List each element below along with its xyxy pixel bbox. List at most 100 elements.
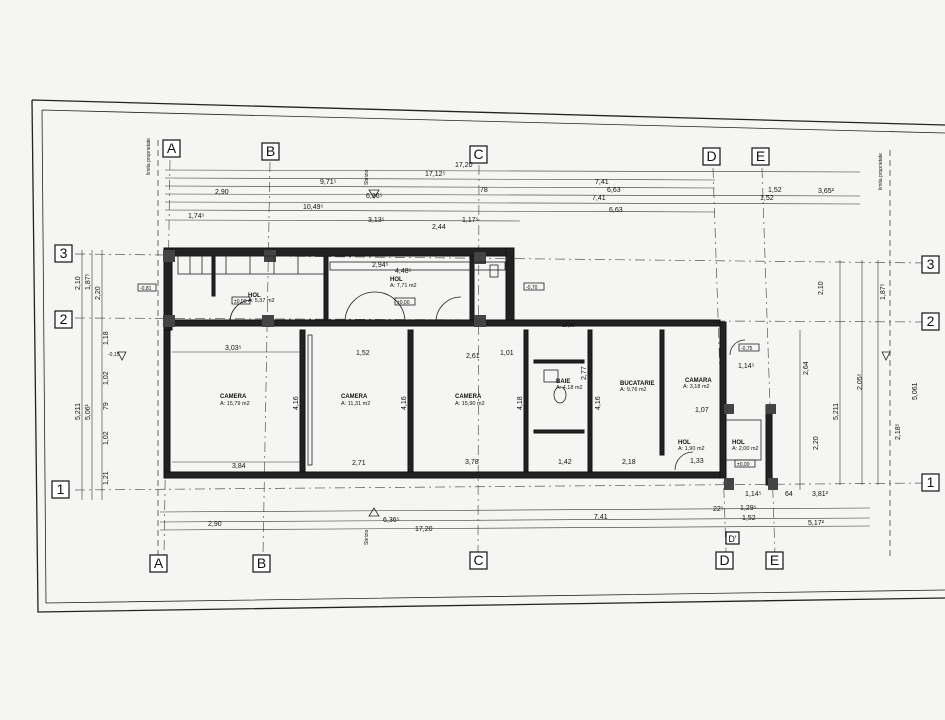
axis-label-2-left: 2 — [60, 311, 68, 327]
dim-line-bottom-3 — [159, 525, 871, 531]
room-name-hol-1: HOL — [390, 277, 403, 283]
property-limit-label-left: limita proprietate — [146, 138, 152, 175]
dim-bottom-a-b: 2,90 — [208, 521, 222, 528]
axis-bubble-3-left — [54, 244, 73, 263]
room-area-camara: A: 3,18 m2 — [683, 384, 710, 390]
axis-label-B-top: B — [266, 143, 275, 159]
dim-left-h3: 1,87⁵ — [85, 273, 92, 290]
section-markers: Sbrizio Sbrizio — [117, 169, 891, 545]
column-bubbles-bottom: A B C D E D' — [149, 531, 784, 573]
sheet-border-inner — [41, 109, 945, 604]
column-C2 — [474, 315, 486, 327]
room-area-hol-2: A: 5,37 m2 — [248, 298, 275, 304]
level-l2: -0,70 — [526, 285, 538, 291]
column-E-mid — [766, 404, 776, 414]
level-l3: ±0,00 — [234, 299, 247, 305]
dim-right-h2: 1,87⁵ — [880, 283, 887, 300]
dim-inner-w3: 2,71 — [352, 460, 366, 467]
door-arc — [374, 291, 406, 323]
level-box — [394, 297, 416, 306]
axis-bubble-1-right — [921, 473, 940, 492]
column-E1 — [768, 478, 778, 490]
wall-partition-5 — [659, 329, 665, 456]
axis-label-A-bottom: A — [154, 555, 164, 571]
bottom-dimension-chains: 1,29⁵ 22⁵ 2,90 6,36⁵ 7,41 1,52 17,20 5,1… — [159, 491, 871, 533]
room-name-hol-3: HOL — [732, 440, 745, 446]
wall-east-D — [719, 321, 727, 479]
dim-left-h9: 1,21 — [103, 471, 110, 485]
section-marker-triangle — [368, 189, 380, 199]
dim-inner-w14: 1,14⁵ — [738, 363, 755, 370]
dim-inner-w13: 1,07 — [695, 407, 709, 414]
terrace-strip — [329, 261, 506, 271]
column-D-mid — [724, 404, 734, 414]
axis-label-2-right: 2 — [927, 313, 935, 329]
room-area-bucatarie: A: 9,76 m2 — [620, 387, 647, 393]
dim-bottom-64: 64 — [785, 491, 793, 498]
axis-bubble-3-right — [921, 255, 940, 274]
axis-line-A — [163, 159, 171, 556]
level-l1: ±0,00 — [397, 300, 410, 306]
wall-partition-3 — [523, 329, 529, 473]
dim-c-d2: 7,41 — [592, 195, 606, 202]
wall-partition-1 — [299, 329, 306, 473]
room-name-camera-3: CAMERA — [455, 394, 482, 400]
axis-label-E-top: E — [756, 148, 765, 164]
dim-left-h2: 2,20 — [95, 286, 102, 300]
dim-bottom-d-e: 1,52 — [742, 515, 756, 522]
column-bubbles-top: A B C D E — [162, 139, 770, 166]
dim-r3: 1,17⁵ — [462, 217, 479, 224]
dim-line-row5 — [164, 201, 861, 205]
room-name-camera-2: CAMERA — [341, 394, 368, 400]
axis-line-C — [477, 164, 480, 553]
axis-label-E-bottom: E — [770, 552, 779, 568]
level-box — [738, 343, 760, 352]
dim-line-row4 — [164, 193, 861, 197]
axis-bubble-2-right — [921, 312, 940, 331]
axis-label-1-left: 1 — [57, 481, 65, 497]
level-marks: ±0,00 -0,70 ±0,00 -0,81 -0,15 ±0,00 ±0,0… — [108, 282, 760, 468]
wall-partition-4 — [587, 329, 593, 473]
axis-bubble-A-top — [162, 139, 181, 158]
section-label-bottom: Sbrizio — [364, 529, 370, 545]
room-area-baie: A: 4,18 m2 — [556, 385, 583, 391]
dim-left-h6: 1,02 — [103, 371, 110, 385]
sheet-border-outer — [31, 99, 945, 613]
dim-inner-w5: 2,61 — [466, 353, 480, 360]
dim-right-h6: 2,20 — [813, 436, 820, 450]
axis-bubble-B-bottom — [252, 554, 271, 573]
row-bubbles: 3 2 1 3 2 1 — [51, 244, 940, 499]
room-name-hol-2: HOL — [248, 293, 261, 299]
dim-left-h5: 5,06¹ — [85, 403, 92, 420]
room-name-bucatarie: BUCATARIE — [620, 381, 654, 387]
dim-d-e2: 1,52 — [760, 195, 774, 202]
door-arc — [435, 296, 462, 323]
dim-inner-h4: 4,16 — [595, 396, 602, 410]
sink-fixture — [543, 369, 559, 383]
dim-a-c: 9,71⁵ — [320, 179, 337, 186]
dim-right-h4: 2,64 — [803, 361, 810, 375]
axis-line-E — [761, 167, 776, 556]
dim-line-row3 — [164, 185, 716, 189]
axis-label-Dprime: D' — [728, 534, 736, 544]
axis-label-A-top: A — [167, 140, 177, 156]
axis-label-3-left: 3 — [60, 245, 68, 261]
axis-line-B — [262, 161, 271, 556]
level-box — [734, 459, 756, 468]
dim-inner-w9: 4,48⁵ — [395, 268, 412, 275]
wall-bath-bottom — [533, 429, 585, 434]
axis-label-D-bottom: D — [719, 552, 729, 568]
section-marker-left — [117, 351, 127, 361]
wall-south — [163, 471, 727, 479]
dim-inner-w7: 1,42 — [558, 459, 572, 466]
column-B2 — [262, 315, 274, 327]
dim-right-h7: 2,18⁵ — [895, 423, 902, 440]
dim-left-h8: 1,18 — [103, 331, 110, 345]
axis-line-D — [712, 167, 727, 553]
dim-line-bottom-1 — [159, 507, 871, 513]
room-labels: CAMERA A: 15,79 m2 CAMERA A: 11,31 m2 CA… — [220, 277, 759, 452]
axis-bubble-2-left — [54, 310, 73, 329]
property-limit-label-right: limita proprietate — [878, 153, 884, 190]
door-arc — [729, 339, 746, 356]
